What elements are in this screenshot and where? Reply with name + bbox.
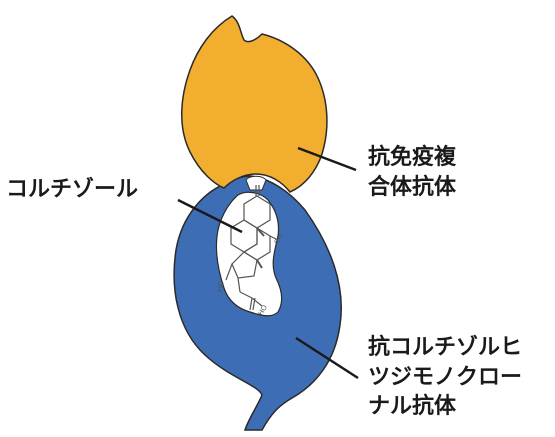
pointer-line-anti-hydro [295,336,359,380]
oh-label-left: HO [216,280,226,292]
anti-hydro-label-line-2: ツジモノクロー [368,364,523,390]
anti-immune-complex-antibody [181,15,328,193]
anti-immune-label-line-2: 合体抗体 [368,174,457,200]
anti-immune-complex-antibody-label: 抗免疫複 合体抗体 [368,143,456,202]
cortisol-label-text: コルチゾール [6,177,139,202]
cortisol-molecule [225,185,279,311]
anti-hydro-label-line-3: ナル抗体 [368,394,457,420]
pointer-line-anti-immune [297,146,357,172]
pointer-line-cortisol [177,198,243,234]
anti-hydrocortisone-monoclonal-antibody-label: 抗コルチゾルヒ ツジモノクロー ナル抗体 [368,333,522,422]
cortisol-label: コルチゾール [6,175,138,205]
orange-binding-notch [245,175,267,191]
anti-immune-label-line-1: 抗免疫複 [368,145,457,170]
anti-hydro-label-line-1: 抗コルチゾルヒ [368,335,523,360]
